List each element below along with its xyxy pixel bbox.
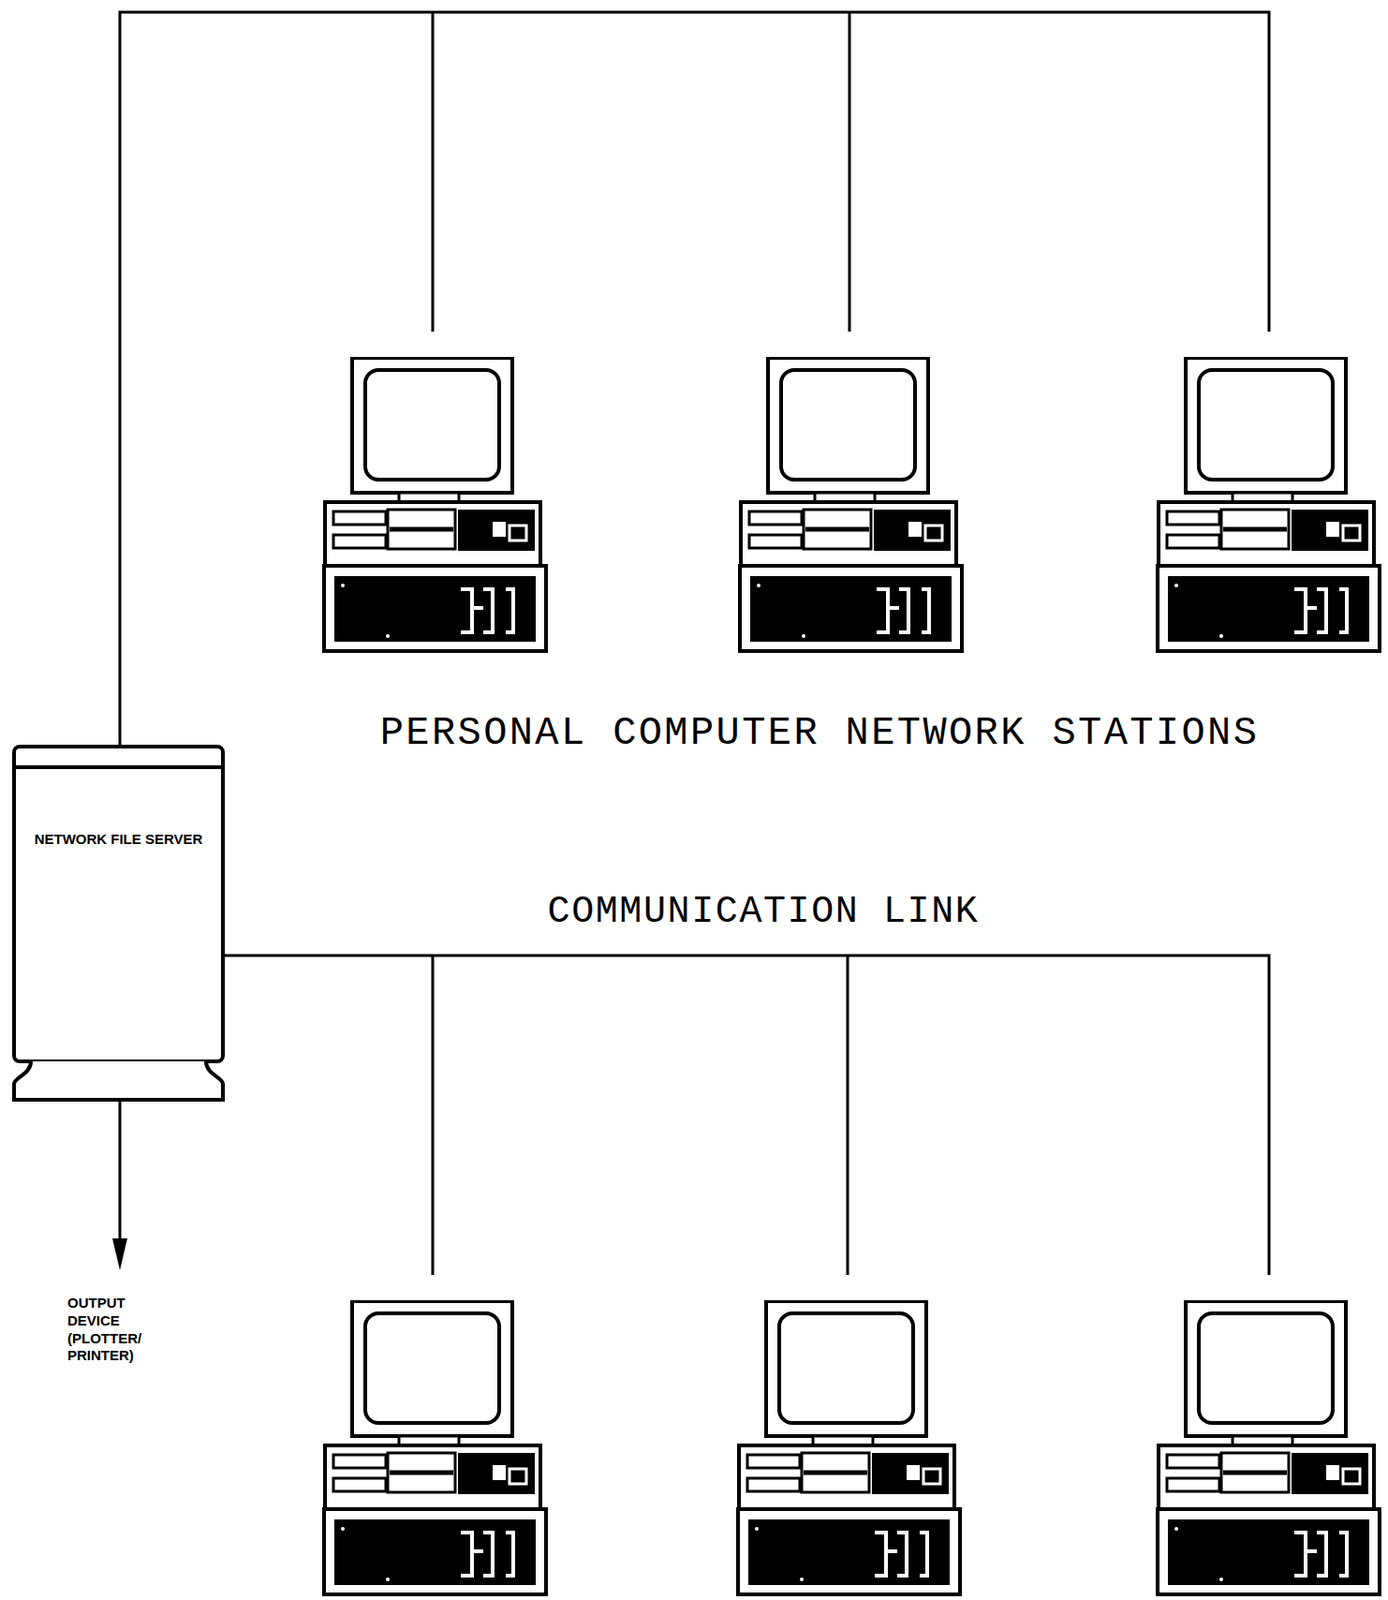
- computer-icon: [1157, 357, 1380, 651]
- server-cap: [14, 765, 223, 769]
- drop-line: [431, 12, 435, 332]
- server-body: [14, 746, 223, 1062]
- computer-icon: [1157, 1300, 1380, 1595]
- server-base: [14, 1061, 223, 1100]
- server-name: NETWORK FILE SERVER: [12, 830, 225, 849]
- stations-label: PERSONAL COMPUTER NETWORK STATIONS: [369, 713, 1270, 754]
- output-arrow-shaft: [118, 1101, 122, 1246]
- drop-line: [431, 955, 435, 1275]
- communication-link: [119, 12, 1270, 1275]
- computer-icon: [739, 357, 962, 651]
- computer-icon: [738, 1300, 960, 1595]
- computer-icon: [324, 1300, 547, 1595]
- drop-line: [846, 955, 850, 1275]
- upper-bus-line: [119, 12, 1270, 745]
- lower-bus-line: [224, 955, 1270, 1275]
- output-device-label: OUTPUT DEVICE (PLOTTER/ PRINTER): [67, 1294, 154, 1365]
- computer-icon: [324, 357, 547, 651]
- link-label: COMMUNICATION LINK: [519, 893, 1007, 931]
- output-arrowhead: [112, 1238, 128, 1270]
- drop-line: [848, 12, 852, 332]
- server-outline: [12, 744, 225, 1102]
- file-server-box: NETWORK FILE SERVER: [12, 744, 225, 1102]
